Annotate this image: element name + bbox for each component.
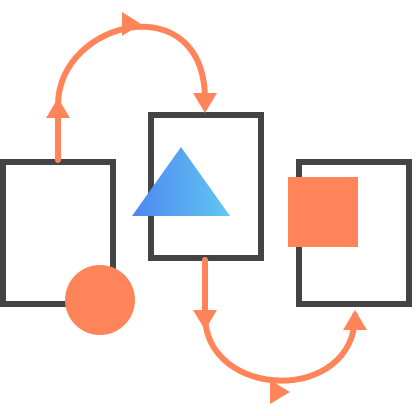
bottom-left-arrowhead-icon [193,310,217,330]
blue-triangle-icon [132,147,230,216]
top-middle-arrowhead-icon [122,12,141,36]
top-right-arrowhead-icon [193,93,217,113]
top-left-arrowhead-icon [46,98,70,118]
orange-circle-icon [65,265,135,335]
bottom-middle-arrowhead-icon [270,380,290,404]
bottom-flow-arrow-path [202,257,358,384]
bottom-right-arrowhead-icon [343,310,367,330]
top-flow-arrow-path [55,23,208,163]
orange-square-icon [288,177,358,247]
